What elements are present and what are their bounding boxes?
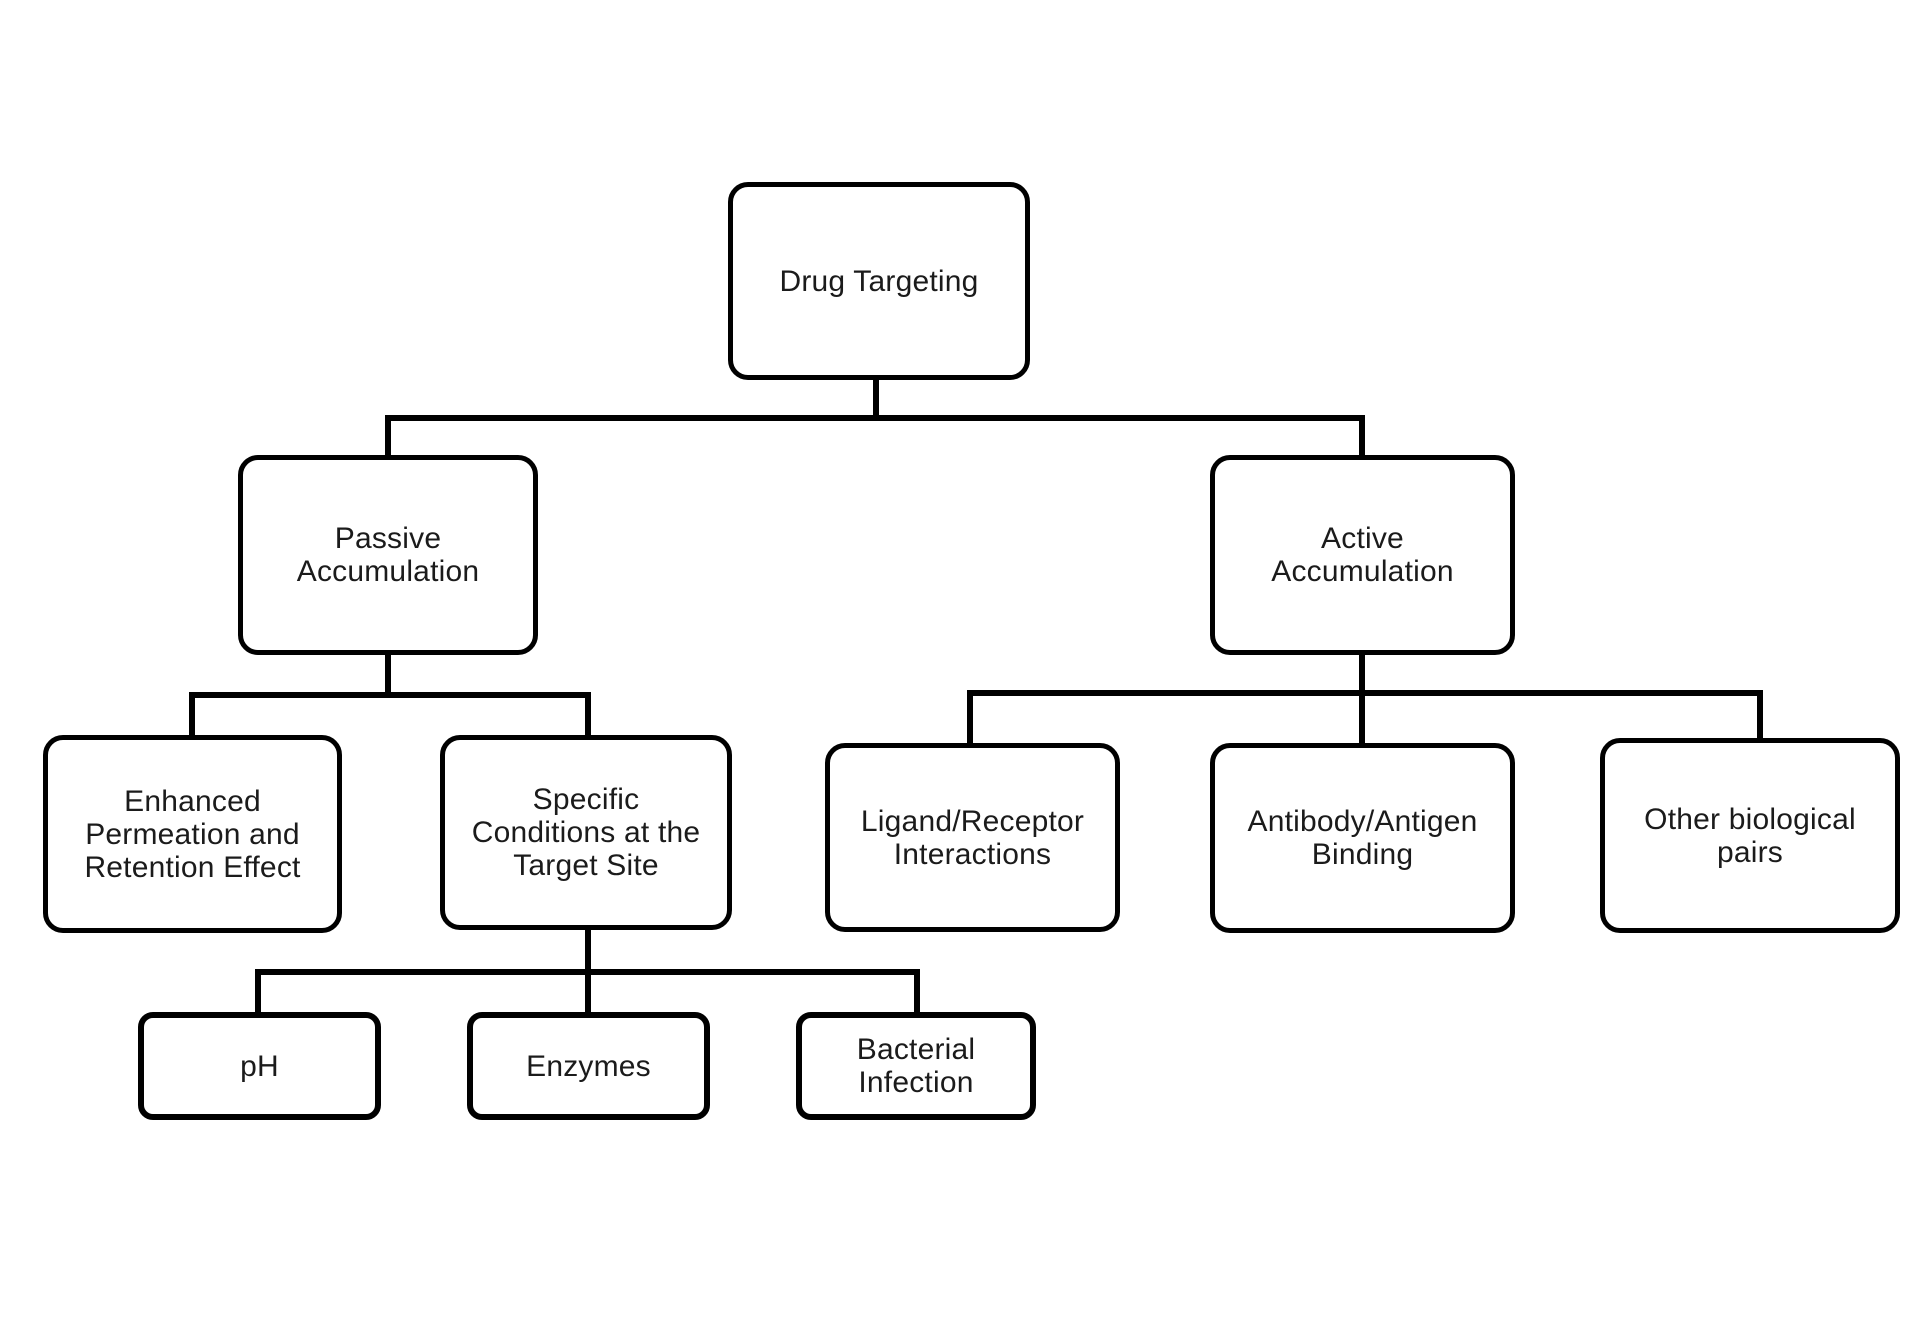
connector-drop-bacterial: [914, 969, 920, 1016]
node-drug-targeting: Drug Targeting: [728, 182, 1030, 380]
node-other-biological-pairs: Other biological pairs: [1600, 738, 1900, 933]
node-drug-targeting-label: Drug Targeting: [779, 264, 979, 298]
connector-drop-antibody: [1359, 690, 1365, 747]
node-antibody-antigen-binding: Antibody/Antigen Binding: [1210, 743, 1515, 933]
connector-drop-ph: [255, 969, 261, 1016]
node-ligand-receptor-interactions: Ligand/Receptor Interactions: [825, 743, 1120, 932]
connector-level1-bar: [385, 415, 1365, 421]
connector-drop-specific: [585, 692, 591, 739]
connector-drop-ligand: [967, 690, 973, 747]
connector-active-stem: [1359, 652, 1365, 696]
node-antibody-antigen-binding-label: Antibody/Antigen Binding: [1247, 805, 1478, 871]
connector-drop-other: [1757, 690, 1763, 742]
connector-drug-stem: [873, 378, 879, 420]
node-specific-conditions-label: Specific Conditions at the Target Site: [471, 783, 701, 882]
node-active-accumulation-label: Active Accumulation: [1271, 522, 1454, 588]
connector-drop-passive: [385, 415, 391, 459]
connector-passive-stem: [385, 652, 391, 698]
node-enzymes: Enzymes: [467, 1012, 710, 1120]
node-bacterial-infection: Bacterial Infection: [796, 1012, 1036, 1120]
node-passive-accumulation-label: Passive Accumulation: [296, 522, 480, 588]
node-ph-label: pH: [240, 1049, 279, 1083]
node-passive-accumulation: Passive Accumulation: [238, 455, 538, 655]
node-ligand-receptor-interactions-label: Ligand/Receptor Interactions: [860, 804, 1085, 871]
connector-drop-active: [1359, 415, 1365, 459]
node-enhanced-permeation-retention: Enhanced Permeation and Retention Effect: [43, 735, 342, 933]
connector-specific-stem: [585, 928, 591, 975]
node-enhanced-permeation-retention-label: Enhanced Permeation and Retention Effect: [84, 784, 301, 884]
node-active-accumulation: Active Accumulation: [1210, 455, 1515, 655]
node-ph: pH: [138, 1012, 381, 1120]
connector-drop-enzymes: [585, 969, 591, 1016]
node-bacterial-infection-label: Bacterial Infection: [856, 1033, 976, 1099]
connector-drop-enhanced: [189, 692, 195, 739]
node-specific-conditions: Specific Conditions at the Target Site: [440, 735, 732, 930]
connector-level2-left-bar: [189, 692, 591, 698]
node-other-biological-pairs-label: Other biological pairs: [1644, 802, 1856, 869]
connector-level2-right-bar: [967, 690, 1763, 696]
node-enzymes-label: Enzymes: [526, 1049, 651, 1083]
